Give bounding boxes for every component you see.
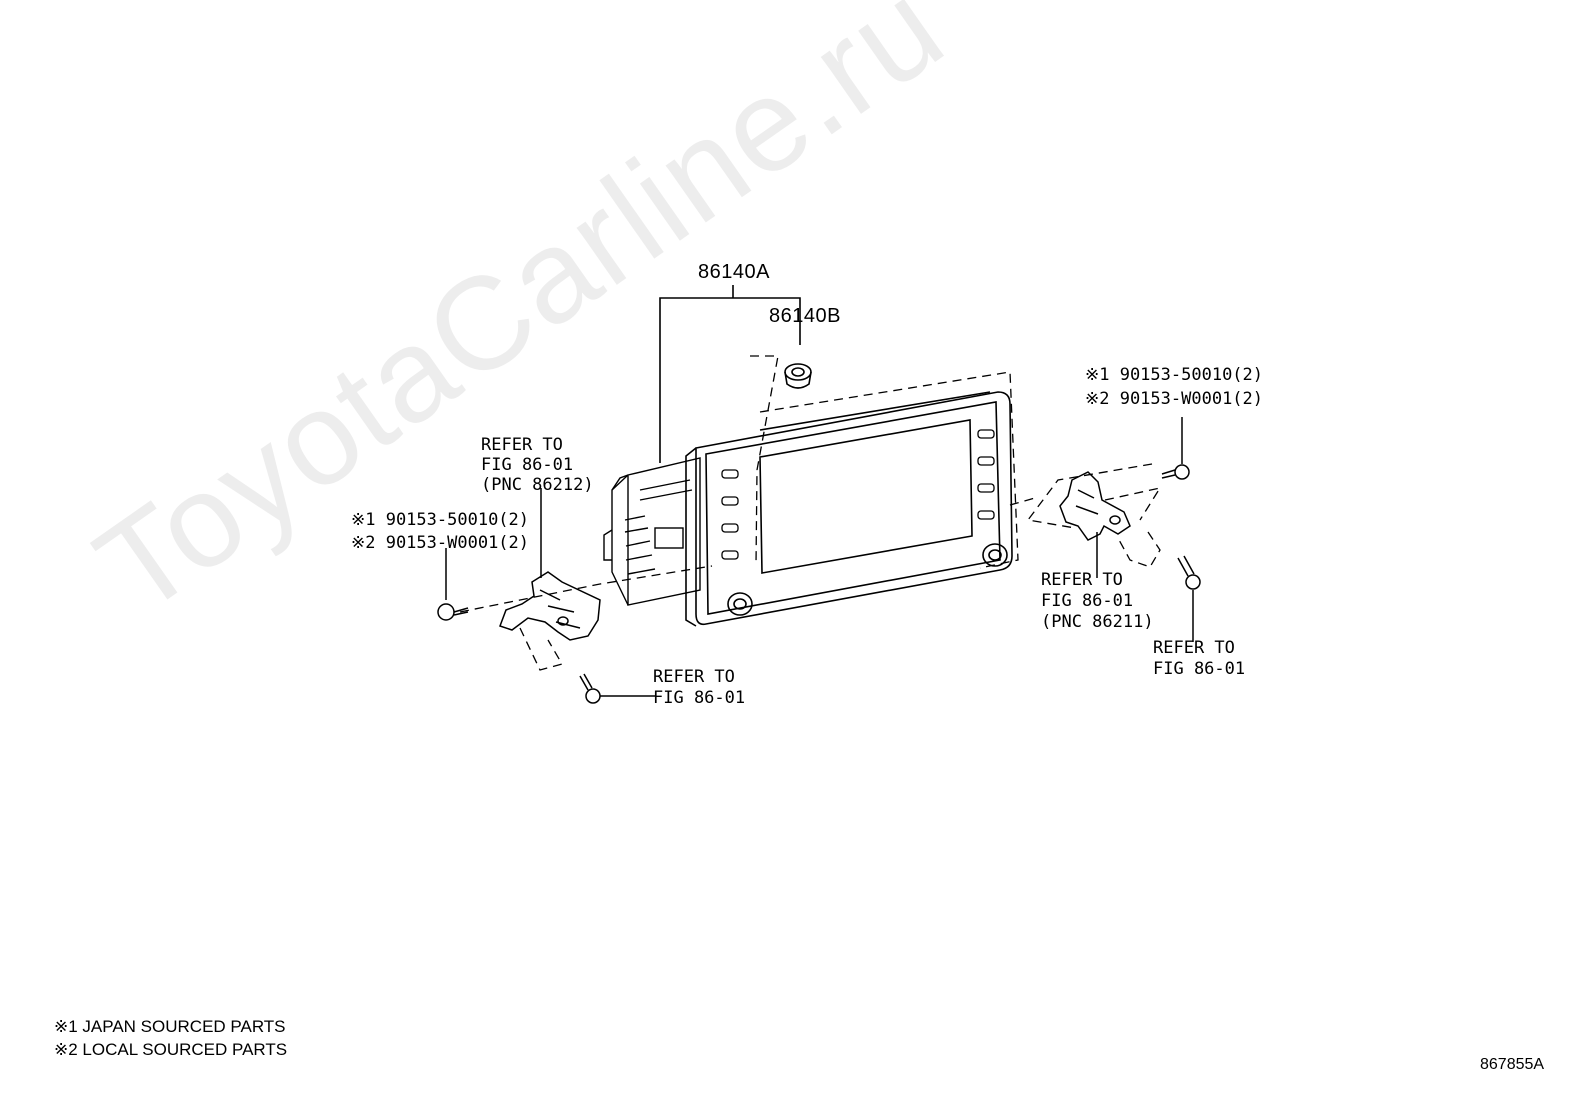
ref-lower-left-line2: FIG 86-01: [653, 688, 746, 708]
ref-lower-left-line1: REFER TO: [653, 667, 735, 687]
right-bolt-upper: [1161, 417, 1190, 480]
part-label-86140b: 86140B: [769, 305, 841, 327]
part-label-86140a: 86140A: [698, 261, 770, 283]
right-bracket: [1059, 471, 1131, 541]
head-unit-chassis: [603, 457, 701, 606]
fastener-left-line1: ※1 90153-50010(2): [351, 510, 530, 530]
legend-note-1: ※1 JAPAN SOURCED PARTS: [54, 1017, 286, 1036]
knob-86140b: [784, 363, 812, 389]
ref-upper-left-line2: FIG 86-01: [481, 455, 574, 475]
head-unit-display: [685, 391, 1013, 627]
left-bolt-upper: [437, 548, 469, 621]
ref-lower-right-line1: REFER TO: [1153, 638, 1235, 658]
ref-upper-right-line1: REFER TO: [1041, 570, 1123, 590]
ref-upper-left-line1: REFER TO: [481, 435, 563, 455]
fastener-right-line1: ※1 90153-50010(2): [1085, 365, 1264, 385]
bracket-86140a: [659, 297, 801, 463]
legend-note-2: ※2 LOCAL SOURCED PARTS: [54, 1040, 288, 1059]
ref-upper-left-line3: (PNC 86212): [481, 475, 594, 495]
ref-lower-right-line2: FIG 86-01: [1153, 659, 1246, 679]
right-bolt-lower: [1177, 555, 1201, 642]
assembly-dashed-lines: [459, 355, 1162, 671]
ref-upper-right-line2: FIG 86-01: [1041, 591, 1134, 611]
left-bolt-lower: [579, 673, 655, 704]
ref-upper-right-line3: (PNC 86211): [1041, 612, 1154, 632]
fastener-left-line2: ※2 90153-W0001(2): [351, 533, 530, 553]
diagram-code: 867855A: [1480, 1056, 1545, 1073]
left-bracket: [499, 571, 601, 641]
fastener-right-line2: ※2 90153-W0001(2): [1085, 389, 1264, 409]
